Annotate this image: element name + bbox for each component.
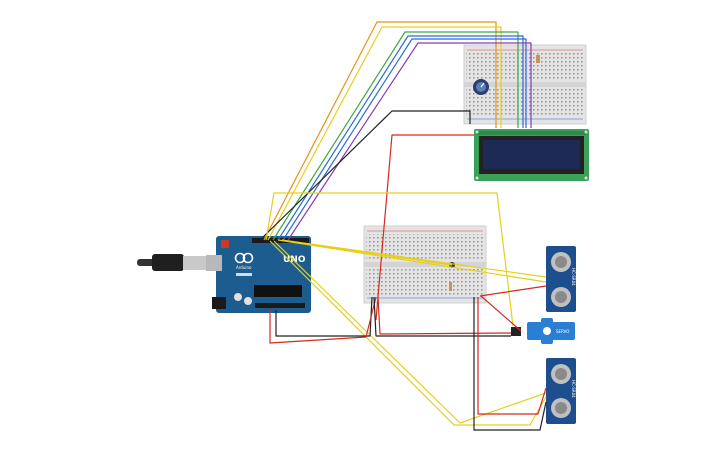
wire-red-lcd[interactable] (375, 134, 474, 321)
resistor (449, 282, 452, 291)
sensor-label: HC-SR04 (571, 268, 576, 286)
capacitor (234, 293, 242, 301)
capacitor (244, 297, 252, 305)
lcd-display[interactable] (474, 129, 589, 181)
ultrasonic-sensor-2[interactable]: HC-SR04 (546, 358, 576, 424)
resistor (536, 55, 540, 63)
potentiometer-knob-icon[interactable] (473, 79, 489, 95)
wire-green[interactable] (272, 31, 519, 241)
atmega-chip (254, 285, 302, 297)
reset-button[interactable] (221, 240, 229, 248)
wire-yellow-lcd[interactable] (267, 26, 502, 241)
sensor-label: HC-SR04 (571, 380, 576, 398)
wire-purple[interactable] (287, 42, 532, 241)
wire-blue-2[interactable] (282, 38, 527, 241)
wire-yellow-sensor1-b[interactable] (281, 239, 547, 278)
wire-black-sensors[interactable] (473, 297, 547, 431)
usb-jack (206, 255, 222, 271)
wire-red-servo-b[interactable] (480, 295, 522, 332)
wire-yellow-sensor2-b[interactable] (269, 240, 547, 426)
breadboard-top[interactable] (463, 44, 587, 125)
breadboard-middle[interactable] (363, 225, 487, 304)
wire-yellow-mid[interactable] (285, 240, 453, 266)
arduino-uno-board[interactable]: UNO Arduino (206, 236, 311, 313)
arduino-logo-icon (234, 252, 254, 264)
arduino-brand-label: Arduino (236, 265, 252, 270)
lcd-screen (483, 140, 580, 169)
wire-yellow-sensor1-a[interactable] (277, 239, 547, 283)
servo-motor[interactable]: SERVO (511, 318, 575, 344)
wire-yellow-loop[interactable] (265, 192, 514, 327)
wire-black-servo[interactable] (373, 296, 511, 337)
wire-red-bottom[interactable] (269, 296, 377, 344)
power-jack (212, 297, 226, 309)
wire-red-servo[interactable] (377, 296, 512, 335)
wire-orange[interactable] (263, 21, 497, 241)
ultrasonic-sensor-1[interactable]: HC-SR04 (546, 246, 576, 312)
wire-blue-1[interactable] (277, 35, 524, 241)
usb-cable[interactable] (137, 254, 207, 271)
servo-label: SERVO (556, 329, 569, 334)
wire-red-sensors[interactable] (477, 285, 547, 415)
servo-connector (511, 327, 521, 336)
wire-yellow-sensor2[interactable] (273, 240, 547, 424)
wire-black-lcd[interactable] (259, 110, 471, 241)
arduino-uno-label: UNO (283, 255, 306, 265)
